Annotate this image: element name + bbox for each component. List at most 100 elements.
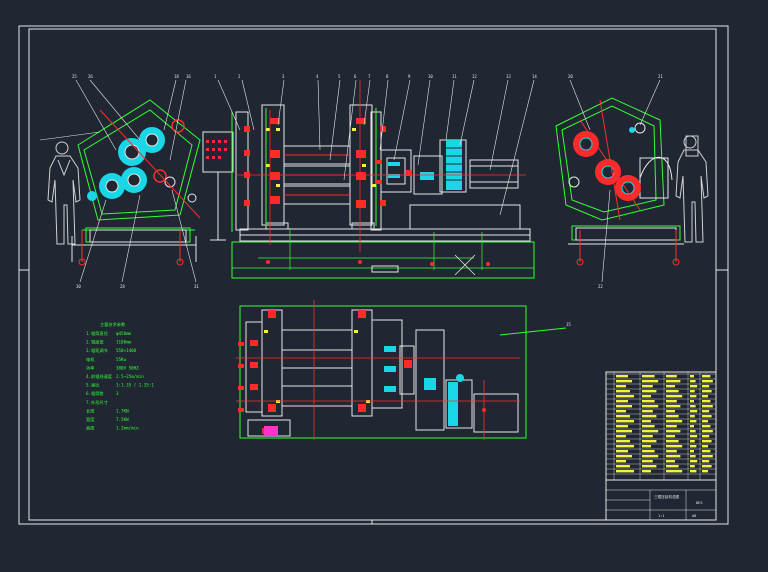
- spec-title: 主要技术参数: [100, 321, 126, 328]
- svg-text:1: 1: [214, 74, 217, 79]
- spec-value: 1.2mm/min: [116, 426, 139, 431]
- parts-list-entry: [690, 450, 694, 453]
- svg-text:26: 26: [88, 74, 93, 79]
- parts-list-entry: [690, 435, 698, 438]
- spec-value: 1:1.35 / 1.35:1: [116, 383, 154, 388]
- parts-list-entry: [642, 440, 657, 443]
- spec-label: 电机: [86, 356, 95, 363]
- parts-list-entry: [666, 405, 681, 408]
- parts-list-entry: [690, 455, 696, 458]
- parts-list-entry: [690, 445, 697, 448]
- roll-cluster-right: [568, 122, 646, 201]
- spec-label: 宽度: [86, 416, 95, 423]
- svg-text:20: 20: [568, 74, 573, 79]
- svg-text:21: 21: [658, 74, 663, 79]
- parts-list-entry: [666, 380, 681, 383]
- parts-list-entry: [616, 380, 632, 383]
- parts-list-entry: [616, 410, 626, 413]
- parts-list-entry: [616, 415, 630, 418]
- spec-label: 功率: [86, 364, 94, 371]
- parts-list-entry: [666, 435, 675, 438]
- spec-value: φ450mm: [116, 331, 132, 336]
- parts-list-entry: [690, 420, 697, 423]
- parts-list-entry: [642, 380, 659, 383]
- svg-text:5: 5: [338, 74, 341, 79]
- parts-list-entry: [690, 440, 695, 443]
- svg-text:12: 12: [472, 74, 477, 79]
- parts-list-entry: [616, 450, 628, 453]
- parts-list-entry: [666, 460, 675, 463]
- parts-list-entry: [690, 390, 695, 393]
- svg-text:31: 31: [194, 284, 199, 289]
- parts-list-entry: [642, 385, 653, 388]
- parts-list-entry: [690, 385, 698, 388]
- parts-list-entry: [666, 410, 675, 413]
- parts-list-entry: [666, 420, 683, 423]
- parts-list-entry: [642, 430, 659, 433]
- parts-list-entry: [666, 445, 683, 448]
- svg-text:11: 11: [452, 74, 457, 79]
- svg-text:15: 15: [566, 322, 571, 327]
- svg-text:14: 14: [532, 74, 537, 79]
- parts-list-entry: [702, 430, 713, 433]
- parts-list-entry: [616, 435, 626, 438]
- parts-list-entry: [642, 410, 653, 413]
- parts-list-entry: [702, 385, 710, 388]
- parts-list-entry: [642, 465, 657, 468]
- parts-list-entry: [666, 430, 681, 433]
- parts-list-entry: [666, 385, 675, 388]
- parts-list-entry: [702, 380, 713, 383]
- svg-text:2: 2: [238, 74, 241, 79]
- parts-list-entry: [616, 445, 634, 448]
- parts-list-entry: [616, 390, 630, 393]
- parts-list-entry: [702, 425, 711, 428]
- parts-list-entry: [690, 465, 695, 468]
- scale: 1:1: [658, 514, 665, 518]
- parts-list-entry: [690, 410, 698, 413]
- svg-text:8: 8: [386, 74, 389, 79]
- parts-list-entry: [666, 415, 679, 418]
- parts-list-entry: [690, 425, 694, 428]
- svg-text:3: 3: [282, 74, 285, 79]
- svg-text:9: 9: [408, 74, 411, 79]
- parts-list-entry: [702, 465, 712, 468]
- parts-list: [605, 371, 717, 521]
- parts-list-entry: [642, 470, 651, 473]
- parts-list-entry: [666, 455, 681, 458]
- parts-list-entry: [702, 415, 712, 418]
- spec-value: 7.5KW: [116, 417, 129, 422]
- spec-value: 3: [116, 391, 119, 396]
- parts-list-entry: [690, 460, 698, 463]
- svg-text:18: 18: [174, 74, 179, 79]
- spec-label: 6.辊筒数: [86, 390, 104, 397]
- spec-label: 2.辊面宽: [86, 339, 104, 346]
- parts-list-entry: [616, 440, 630, 443]
- parts-list-entry: [702, 405, 713, 408]
- svg-text:4: 4: [316, 74, 319, 79]
- spec-label: 高度: [86, 425, 95, 432]
- spec-label: 1.辊筒直径: [86, 330, 108, 337]
- parts-list-entry: [666, 465, 679, 468]
- parts-list-entry: [642, 400, 655, 403]
- parts-list-entry: [690, 405, 696, 408]
- spec-label: 4.前辊线速度: [86, 373, 113, 380]
- svg-text:6: 6: [354, 74, 357, 79]
- parts-list-entry: [616, 455, 632, 458]
- parts-list-entry: [642, 375, 655, 378]
- spec-value: 55Kw: [116, 357, 127, 362]
- parts-list-entry: [702, 455, 713, 458]
- parts-list-entry: [616, 375, 628, 378]
- parts-list-entry: [702, 395, 708, 398]
- parts-list-entry: [666, 395, 683, 398]
- spec-value: 1100mm: [116, 340, 132, 345]
- svg-text:13: 13: [506, 74, 511, 79]
- parts-list-entry: [702, 435, 710, 438]
- parts-list-entry: [702, 375, 711, 378]
- parts-list-entry: [616, 400, 628, 403]
- parts-list-entry: [702, 470, 708, 473]
- parts-list-entry: [642, 420, 651, 423]
- parts-list-entry: [702, 410, 710, 413]
